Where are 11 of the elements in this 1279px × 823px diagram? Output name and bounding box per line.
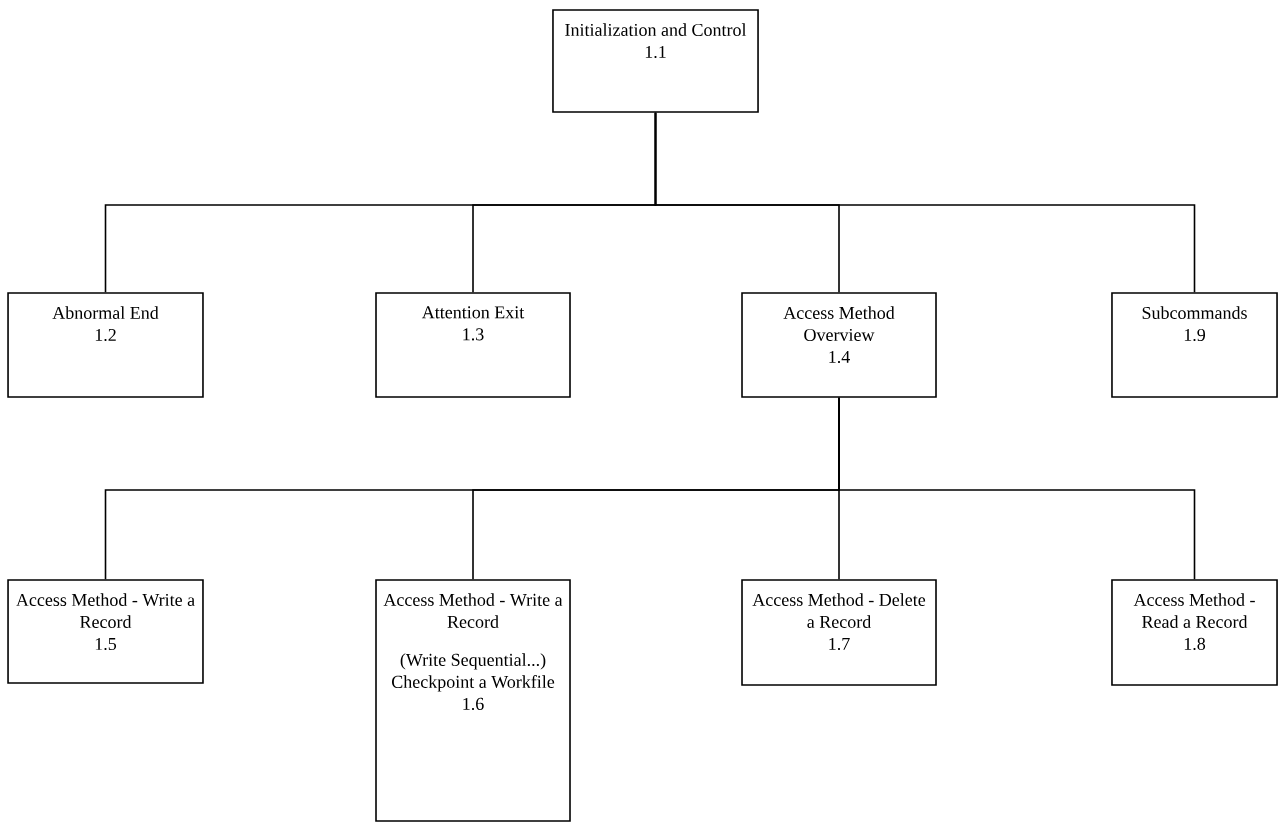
process-box: Access Method Overview 1.4	[741, 292, 937, 398]
process-box: Access Method - Write a Record 1.5	[7, 579, 204, 684]
process-box: Attention Exit 1.3	[375, 292, 571, 398]
connector-line	[654, 112, 1196, 293]
process-box: Initialization and Control 1.1	[552, 9, 759, 113]
process-box: Abnormal End 1.2	[7, 292, 204, 398]
process-box: Access Method - Delete a Record 1.7	[741, 579, 937, 686]
connector-line	[838, 397, 1196, 580]
process-box: Subcommands 1.9	[1111, 292, 1278, 398]
process-box: Access Method - Write a Record (Write Sequential...) Checkpoint a Workfile 1.6	[375, 579, 571, 822]
process-box: Access Method - Read a Record 1.8	[1111, 579, 1278, 686]
